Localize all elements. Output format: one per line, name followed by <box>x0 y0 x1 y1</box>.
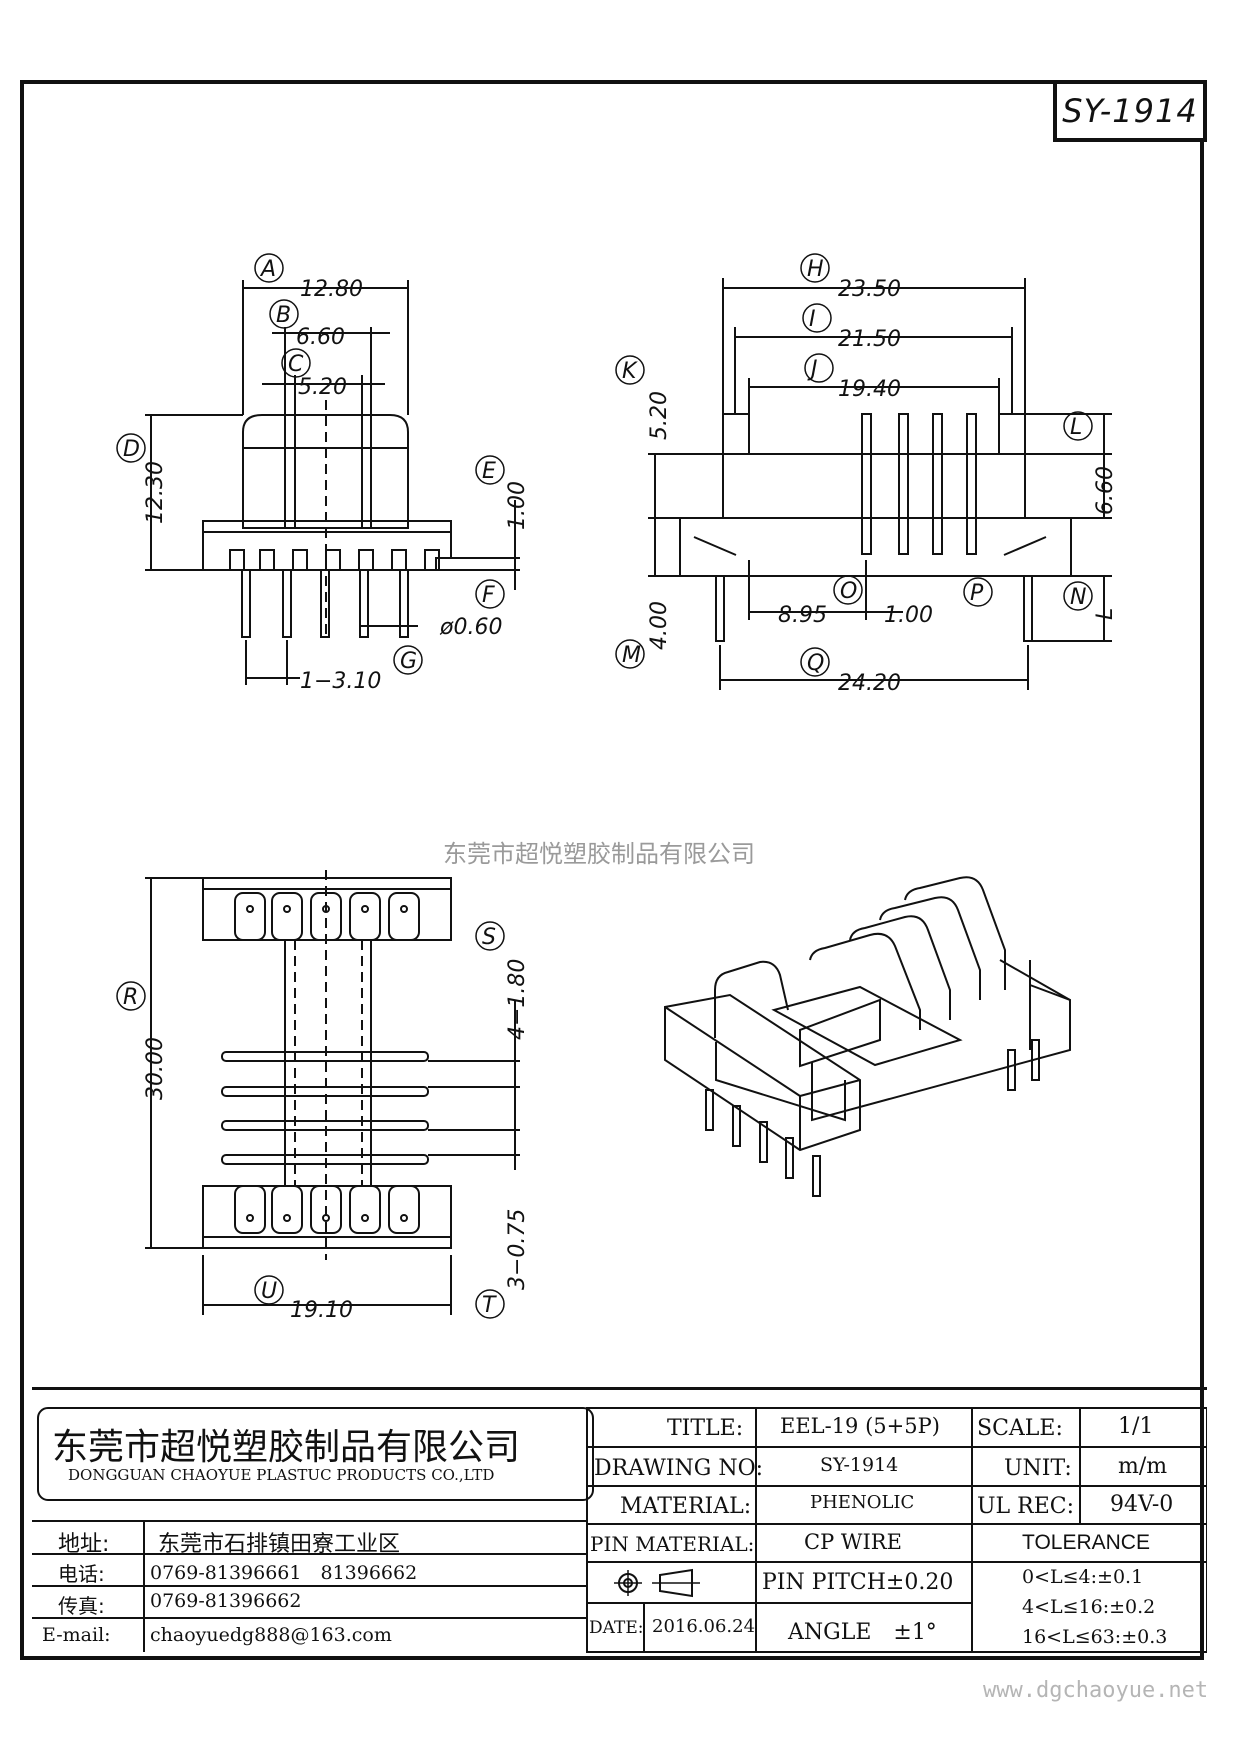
bottom-view <box>145 870 520 1315</box>
dimension-labels: A 12.80 B 6.60 C 5.20 D 12.30 E 1.00 F ø… <box>116 253 1118 1323</box>
dim-N-value: L <box>1093 608 1118 620</box>
dim-tag-K: K <box>622 359 638 384</box>
drawing-frame <box>20 80 1204 1660</box>
address: 东莞市石排镇田寮工业区 <box>158 1532 401 1557</box>
part-number-box: SY-1914 <box>1053 80 1207 142</box>
dim-L-value: 6.60 <box>1093 466 1118 515</box>
phone-label: 电话: <box>58 1562 105 1586</box>
material-value: PHENOLIC <box>810 1492 915 1513</box>
dim-tag-C: C <box>288 352 304 377</box>
dim-K-value: 5.20 <box>647 391 672 440</box>
dim-O-value: 8.95 <box>778 603 827 628</box>
pin-material-value: CP WIRE <box>804 1530 902 1554</box>
tolerance-label: TOLERANCE <box>1022 1531 1150 1554</box>
pin-pitch: PIN PITCH±0.20 <box>762 1570 954 1595</box>
tolerance-row-3: 16<L≤63:±0.3 <box>1022 1626 1168 1648</box>
dim-tag-S: S <box>482 925 496 950</box>
front-view <box>145 280 520 685</box>
front-pin-slots <box>229 549 440 571</box>
email-label: E-mail: <box>42 1624 111 1646</box>
unit-label: UNIT: <box>1004 1456 1072 1481</box>
dim-tag-P: P <box>970 581 984 606</box>
dim-tag-E: E <box>482 459 496 484</box>
website: www.dgchaoyue.net <box>983 1678 1209 1703</box>
dim-tag-B: B <box>276 303 291 328</box>
dim-tag-J: J <box>807 357 818 382</box>
ul-rec-label: UL REC: <box>977 1494 1075 1519</box>
company-name-cn: 东莞市超悦塑胶制品有限公司 <box>52 1427 521 1468</box>
dim-tag-H: H <box>807 257 824 282</box>
email: chaoyuedg888@163.com <box>150 1624 392 1646</box>
dim-S-value: 4−1.80 <box>505 959 530 1040</box>
dim-tag-O: O <box>840 579 857 604</box>
dim-G-value: 1−3.10 <box>300 669 381 694</box>
dim-A-value: 12.80 <box>300 277 363 302</box>
dim-D-value: 12.30 <box>143 461 168 524</box>
date-value: 2016.06.24 <box>652 1616 756 1637</box>
dim-tag-L: L <box>1070 415 1082 440</box>
fax-label: 传真: <box>58 1594 105 1618</box>
dim-tag-Q: Q <box>807 651 824 676</box>
front-pins <box>241 569 409 638</box>
date-label: DATE: <box>589 1618 644 1638</box>
ul-rec-value: 94V-0 <box>1110 1492 1174 1517</box>
dim-tag-M: M <box>622 643 641 668</box>
dim-P-value: 1.00 <box>884 603 933 628</box>
angle: ANGLE ±1° <box>788 1620 937 1645</box>
dim-R-value: 30.00 <box>143 1037 168 1100</box>
title-value: EEL-19 (5+5P) <box>780 1414 940 1438</box>
title-label: TITLE: <box>667 1416 744 1441</box>
pin-material-label: PIN MATERIAL: <box>590 1532 755 1556</box>
side-view <box>648 278 1112 690</box>
dim-Q-value: 24.20 <box>838 671 901 696</box>
bottom-pin-slots-top <box>234 892 420 941</box>
front-top-cap <box>242 414 409 458</box>
dim-tag-T: T <box>482 1293 497 1318</box>
dim-tag-F: F <box>482 583 495 608</box>
drawing-no-value: SY-1914 <box>820 1454 899 1476</box>
dim-H-value: 23.50 <box>838 277 901 302</box>
dim-tag-U: U <box>261 1279 277 1304</box>
dim-C-value: 5.20 <box>298 375 347 400</box>
drawing-no-label: DRAWING NO: <box>594 1456 764 1481</box>
dim-tag-A: A <box>259 257 276 282</box>
scale-value: 1/1 <box>1118 1414 1154 1439</box>
isometric-view <box>664 876 1071 1197</box>
material-label: MATERIAL: <box>620 1494 752 1519</box>
title-block-grid <box>32 1407 1207 1653</box>
dim-tag-G: G <box>400 649 417 674</box>
dim-M-value: 4.00 <box>647 601 672 650</box>
projection-symbol-icon <box>614 1568 700 1598</box>
dim-tag-I: I <box>809 307 816 332</box>
dim-tag-D: D <box>123 437 140 462</box>
dim-tag-R: R <box>123 985 138 1010</box>
dim-T-value: 3−0.75 <box>505 1209 530 1290</box>
dim-tag-N: N <box>1070 585 1086 610</box>
unit-value: m/m <box>1118 1454 1168 1479</box>
bottom-pin-slots-bottom <box>234 1185 420 1234</box>
dim-F-value: ø0.60 <box>439 615 502 640</box>
title-block: 东莞市超悦塑胶制品有限公司 DONGGUAN CHAOYUE PLASTUC P… <box>32 1387 1207 1654</box>
address-label: 地址: <box>58 1532 110 1557</box>
tolerance-row-1: 0<L≤4:±0.1 <box>1022 1566 1144 1588</box>
dim-E-value: 1.00 <box>505 481 530 530</box>
scale-label: SCALE: <box>977 1416 1063 1441</box>
dim-I-value: 21.50 <box>838 327 901 352</box>
front-core <box>284 447 372 529</box>
watermark: 东莞市超悦塑胶制品有限公司 <box>443 840 755 868</box>
iso-pins <box>705 1039 1040 1197</box>
dim-J-value: 19.40 <box>838 377 901 402</box>
fax: 0769-81396662 <box>150 1590 302 1612</box>
company-name-en: DONGGUAN CHAOYUE PLASTUC PRODUCTS CO.,LT… <box>68 1466 495 1484</box>
phone: 0769-81396661 81396662 <box>150 1562 418 1584</box>
dim-U-value: 19.10 <box>290 1298 353 1323</box>
dim-B-value: 6.60 <box>296 325 345 350</box>
tolerance-row-2: 4<L≤16:±0.2 <box>1022 1596 1156 1618</box>
